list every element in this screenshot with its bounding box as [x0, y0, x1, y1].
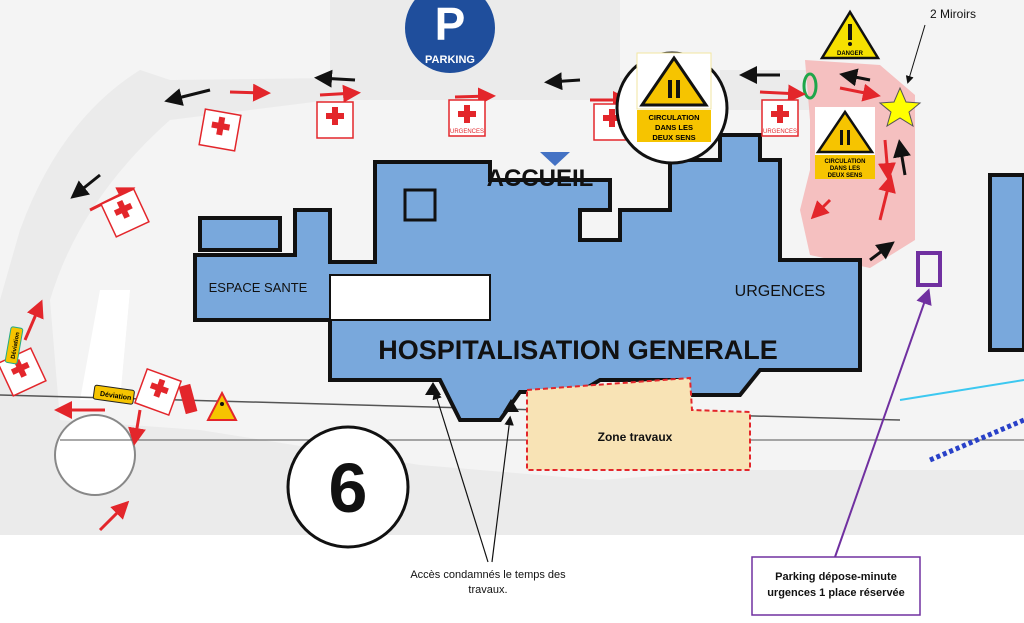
traffic-arrows	[23, 66, 911, 532]
circulation-line-3: DEUX SENS	[652, 133, 695, 142]
circulation-line-1: CIRCULATION	[648, 113, 699, 122]
mirror-star-icon	[878, 86, 922, 128]
circulation-line-3: DEUX SENS	[828, 173, 863, 179]
deviation-sign: Déviation	[92, 384, 135, 405]
parking-sign: P PARKING	[405, 0, 495, 73]
label-espace-sante: ESPACE SANTE	[209, 280, 308, 295]
circulation-sign: CIRCULATION DANS LES DEUX SENS	[815, 107, 875, 179]
works-zone: Zone travaux	[526, 376, 751, 471]
roadworks-sign-icon	[206, 390, 238, 421]
label-zone-travaux: Zone travaux	[598, 430, 673, 444]
circulation-line-2: DANS LES	[655, 123, 693, 132]
deviation-text: Déviation	[100, 391, 132, 402]
urgences-signs: URGENCES URGENCES	[0, 99, 799, 416]
urgences-sign-text: URGENCES	[763, 129, 797, 135]
building-number: 6	[329, 449, 368, 527]
access-marker	[503, 399, 519, 412]
parking-note-box: Parking dépose-minute urgences 1 place r…	[751, 556, 921, 616]
parking-note-line-1: Parking dépose-minute	[775, 571, 897, 583]
circulation-sign: CIRCULATION DANS LES DEUX SENS	[636, 52, 712, 142]
building-6-circle	[286, 425, 410, 549]
drop-off-parking-spot	[916, 251, 942, 287]
label-miroirs: 2 Miroirs	[930, 7, 976, 21]
parking-label: PARKING	[425, 54, 475, 66]
parking-letter: P	[435, 0, 466, 50]
label-hospitalisation: HOSPITALISATION GENERALE	[378, 335, 778, 365]
label-urgences: URGENCES	[735, 283, 826, 300]
deviation-sign: Déviation	[4, 326, 24, 365]
deviation-text: Déviation	[11, 332, 22, 360]
label-accueil: ACCUEIL	[487, 165, 594, 192]
circulation-line-1: CIRCULATION	[825, 159, 866, 165]
danger-text: DANGER	[837, 51, 864, 57]
acces-note-line-1: Accès condamnés le temps des	[410, 569, 566, 581]
acces-note-line-2: travaux.	[468, 584, 507, 596]
miroirs-pointer	[905, 24, 926, 84]
circulation-line-2: DANS LES	[830, 166, 860, 172]
road-block	[178, 383, 198, 415]
parking-note-line-2: urgences 1 place réservée	[767, 587, 905, 599]
urgences-sign-text: URGENCES	[450, 129, 484, 135]
danger-sign: DANGER	[819, 9, 881, 60]
